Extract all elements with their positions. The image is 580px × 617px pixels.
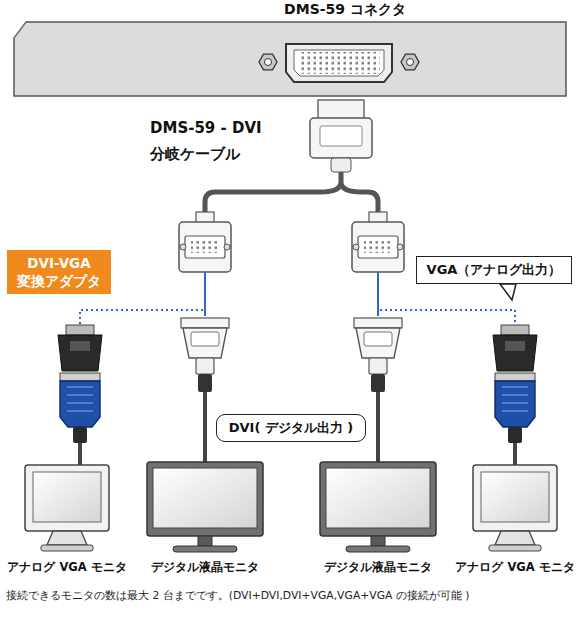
callout-text: DVI-VGA 変換アダプタ <box>11 254 107 290</box>
monitor-name: デジタル液晶モニタ <box>151 560 259 574</box>
callout-text: VGA（アナログ出力） <box>427 261 562 279</box>
connector-name: DMS-59 コネクタ <box>284 1 406 19</box>
dvi-callout: DVI( デジタル出力 ) <box>216 414 367 442</box>
monitor-name: アナログ VGA モニタ <box>455 560 574 574</box>
dvi-plugs <box>181 318 402 392</box>
connection-lines <box>80 272 515 465</box>
vga-callout: VGA（アナログ出力） <box>416 256 573 284</box>
callout-text: DVI( デジタル出力 ) <box>229 419 354 437</box>
monitors <box>25 462 557 552</box>
monitor-name: デジタル液晶モニタ <box>324 560 432 574</box>
adapter-callout: DVI-VGA 変換アダプタ <box>7 250 111 294</box>
bracket <box>14 22 566 96</box>
callout-pointer <box>500 284 516 300</box>
vga-adapters <box>58 325 537 443</box>
caption: 接続できるモニタの数は最大 2 台までです。(DVI+DVI,DVI+VGA,V… <box>6 589 576 602</box>
dms59-port <box>259 44 419 82</box>
monitor-name: アナログ VGA モニタ <box>7 560 126 574</box>
cable-name: DMS-59 - DVI 分岐ケーブル <box>150 116 302 167</box>
